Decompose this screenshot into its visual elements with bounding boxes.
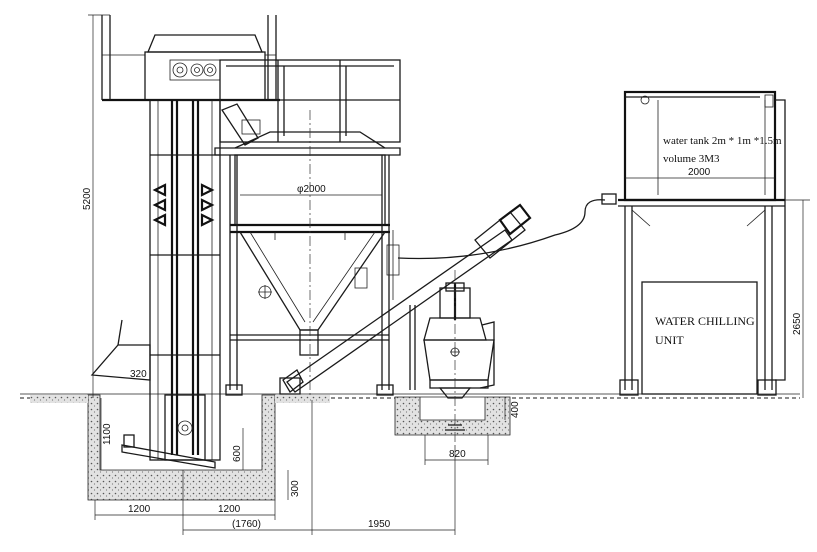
water-chilling-unit: WATER CHILLING UNIT bbox=[641, 281, 758, 395]
mixer-depth-dim: 400 bbox=[510, 401, 521, 418]
screw-conveyor bbox=[279, 203, 532, 395]
silo-diameter-dim: φ2000 bbox=[297, 184, 326, 195]
pit-right-dim: 1200 bbox=[218, 504, 241, 515]
tank-stand-height-dim: 2650 bbox=[792, 312, 803, 335]
tank-label: water tank 2m * 1m *1.5m bbox=[663, 135, 782, 147]
water-pipe bbox=[397, 199, 606, 260]
bucket-elevator bbox=[90, 15, 280, 469]
pipe-valve bbox=[601, 193, 617, 205]
conveyor-offset-dim: 1950 bbox=[368, 519, 391, 530]
tank-volume-label: volume 3M3 bbox=[663, 153, 720, 165]
mixer-base-dim: 820 bbox=[449, 449, 466, 460]
pit-depth-dim: 1100 bbox=[102, 423, 113, 445]
hopper-width-dim: 320 bbox=[130, 369, 147, 380]
chilling-label: WATER CHILLING bbox=[655, 314, 755, 328]
concrete-mixer bbox=[409, 270, 495, 445]
pit-floor-dim: 300 bbox=[290, 480, 301, 497]
tank-width-dim: 2000 bbox=[688, 167, 711, 178]
overall-offset-dim: (1760) bbox=[232, 519, 261, 530]
water-tank: water tank 2m * 1m *1.5m volume 3M3 bbox=[618, 90, 786, 396]
cement-silo: φ2000 bbox=[214, 59, 401, 396]
chilling-label-2: UNIT bbox=[655, 333, 684, 347]
dimension-lines: 5200 2000 2650 1100 600 300 400 320 1200… bbox=[82, 14, 810, 535]
foundation-pit bbox=[30, 394, 511, 501]
total-height-dim: 5200 bbox=[82, 187, 93, 210]
pit-inner-dim: 600 bbox=[232, 445, 243, 462]
pit-left-dim: 1200 bbox=[128, 504, 151, 515]
